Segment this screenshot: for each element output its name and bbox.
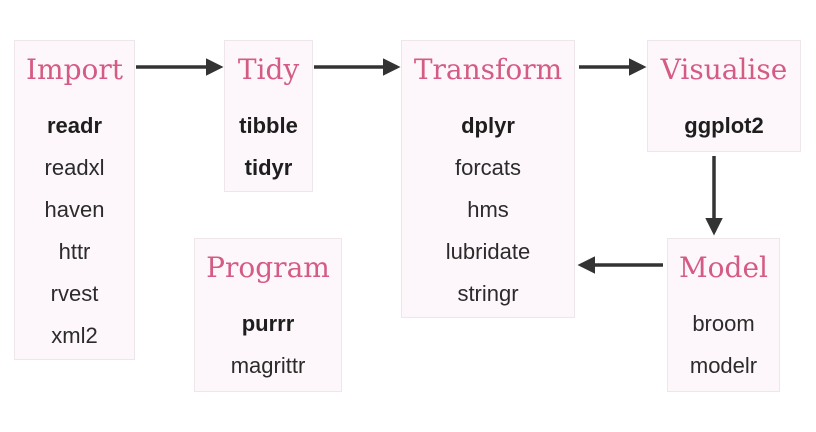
- package-forcats: forcats: [454, 155, 522, 180]
- stage-tidy: Tidy tibble tidyr: [224, 40, 313, 192]
- package-tidyr: tidyr: [244, 155, 293, 180]
- package-hms: hms: [467, 197, 509, 222]
- stage-title-visualise: Visualise: [660, 53, 788, 86]
- package-dplyr: dplyr: [461, 113, 515, 138]
- package-ggplot2: ggplot2: [684, 113, 764, 138]
- package-rvest: rvest: [50, 281, 99, 306]
- stage-title-program: Program: [206, 251, 330, 284]
- package-readxl: readxl: [44, 155, 105, 180]
- stage-title-model: Model: [679, 251, 768, 284]
- package-tibble: tibble: [239, 113, 298, 138]
- package-purrr: purrr: [241, 311, 295, 336]
- package-httr: httr: [58, 239, 91, 264]
- stage-model: Model broom modelr: [667, 238, 780, 392]
- stage-title-transform: Transform: [413, 53, 563, 86]
- package-readr: readr: [46, 113, 103, 138]
- stage-transform: Transform dplyr forcats hms lubridate st…: [401, 40, 575, 318]
- package-magrittr: magrittr: [230, 353, 306, 378]
- stage-import: Import readr readxl haven httr rvest xml…: [14, 40, 135, 360]
- stage-title-import: Import: [25, 53, 124, 86]
- package-lubridate: lubridate: [445, 239, 531, 264]
- stage-visualise: Visualise ggplot2: [647, 40, 801, 152]
- stage-title-tidy: Tidy: [237, 53, 300, 86]
- package-haven: haven: [44, 197, 105, 222]
- stage-program: Program purrr magrittr: [194, 238, 342, 392]
- package-stringr: stringr: [457, 281, 519, 306]
- package-modelr: modelr: [689, 353, 758, 378]
- package-broom: broom: [692, 311, 755, 336]
- package-xml2: xml2: [51, 323, 98, 348]
